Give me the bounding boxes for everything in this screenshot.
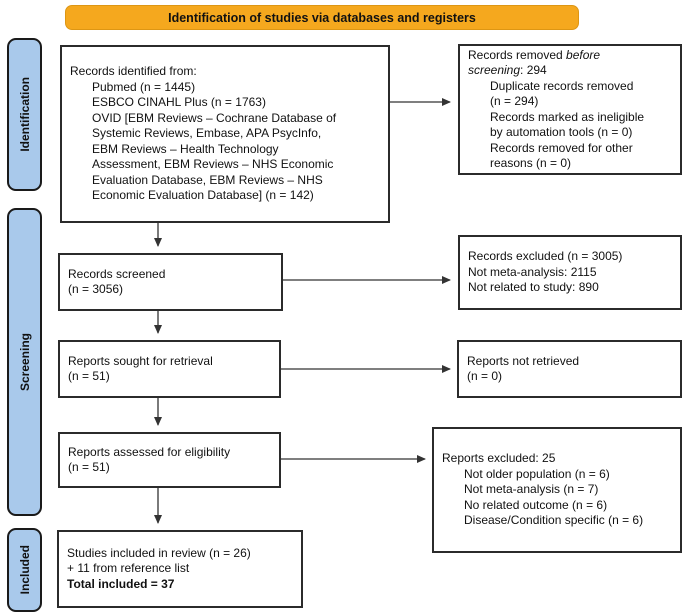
box-text-line: Pubmed (n = 1445) (70, 80, 380, 96)
text-segment: Assessment, EBM Reviews – NHS Economic (92, 157, 334, 172)
stage-label-included: Included (7, 528, 42, 612)
text-segment: EBM Reviews – Health Technology (92, 141, 279, 156)
text-segment: Disease/Condition specific (n = 6) (464, 513, 644, 528)
box-text-line: Records removed for other (468, 141, 672, 157)
text-segment: No related outcome (n = 6) (464, 497, 608, 512)
box-text-line: EBM Reviews – Health Technology (70, 142, 380, 158)
box-text-line: Records excluded (n = 3005) (468, 249, 672, 265)
box-text-line: Records screened (68, 267, 273, 283)
stage-label-identification: Identification (7, 38, 42, 191)
box-text-line: Assessment, EBM Reviews – NHS Economic (70, 157, 380, 173)
box-text-line: Not related to study: 890 (468, 280, 672, 296)
box-text-line: by automation tools (n = 0) (468, 125, 672, 141)
box-reports-not-retrieved: Reports not retrieved(n = 0) (457, 340, 682, 398)
text-segment: by automation tools (n = 0) (490, 125, 633, 139)
box-text-line: Total included = 37 (67, 577, 293, 593)
box-text-line: Not meta-analysis: 2115 (468, 265, 672, 281)
text-segment: Records removed for other (490, 140, 633, 155)
text-segment: Records removed (468, 47, 567, 62)
stage-label-screening: Screening (7, 208, 42, 516)
text-segment: OVID [EBM Reviews – Cochrane Database of (92, 110, 337, 125)
text-segment: Not meta-analysis: 2115 (468, 264, 597, 279)
text-segment: Records excluded (n = 3005) (468, 249, 623, 264)
text-segment: : 294 (520, 63, 547, 77)
text-segment: screening (468, 63, 521, 77)
text-segment: Records screened (68, 266, 166, 281)
text-segment: Records identified from: (70, 64, 197, 79)
stage-label-identification-text: Identification (17, 77, 32, 152)
text-segment: Not meta-analysis (n = 7) (464, 482, 599, 497)
banner-title: Identification of studies via databases … (65, 5, 579, 30)
box-text-line: ESBCO CINAHL Plus (n = 1763) (70, 95, 380, 111)
text-segment: Pubmed (n = 1445) (92, 79, 196, 94)
box-text-line: Records removed before (468, 48, 672, 64)
box-text-line: Reports not retrieved (467, 354, 672, 370)
box-text-line: (n = 0) (467, 369, 672, 385)
text-segment: (n = 0) (467, 369, 503, 383)
box-text-line: (n = 51) (68, 369, 271, 385)
box-text-line: Systemic Reviews, Embase, APA PsycInfo, (70, 126, 380, 142)
text-segment: (n = 294) (490, 94, 539, 108)
box-text-line: Evaluation Database, EBM Reviews – NHS (70, 173, 380, 189)
text-segment: (n = 51) (68, 460, 110, 474)
box-records-excluded: Records excluded (n = 3005)Not meta-anal… (458, 235, 682, 310)
box-text-line: Reports excluded: 25 (442, 451, 672, 467)
text-segment: Not related to study: 890 (468, 280, 599, 295)
box-text-line: Studies included in review (n = 26) (67, 546, 293, 562)
box-text-line: (n = 51) (68, 460, 271, 476)
box-studies-included: Studies included in review (n = 26)+ 11 … (57, 530, 303, 608)
text-segment: + 11 from reference list (67, 561, 190, 576)
text-segment: Evaluation Database, EBM Reviews – NHS (92, 172, 323, 187)
text-segment: Reports assessed for eligibility (68, 444, 231, 459)
text-segment: Economic Evaluation Database] (n = 142) (92, 188, 314, 203)
text-segment: before (566, 47, 601, 62)
box-text-line: reasons (n = 0) (468, 156, 672, 172)
box-text-line: (n = 294) (468, 94, 672, 110)
text-segment: Total included = 37 (67, 576, 175, 591)
text-segment: Reports excluded: 25 (442, 451, 556, 466)
box-reports-assessed: Reports assessed for eligibility(n = 51) (58, 432, 281, 488)
text-segment: (n = 51) (68, 369, 110, 383)
text-segment: (n = 3056) (68, 282, 124, 296)
box-text-line: Reports assessed for eligibility (68, 445, 271, 461)
box-text-line: (n = 3056) (68, 282, 273, 298)
box-text-line: screening: 294 (468, 63, 672, 79)
box-text-line: OVID [EBM Reviews – Cochrane Database of (70, 111, 380, 127)
box-records-identified: Records identified from:Pubmed (n = 1445… (60, 45, 390, 223)
stage-label-included-text: Included (17, 545, 32, 595)
box-text-line: Reports sought for retrieval (68, 354, 271, 370)
box-text-line: + 11 from reference list (67, 561, 293, 577)
text-segment: Not older population (n = 6) (464, 466, 610, 481)
text-segment: reasons (n = 0) (490, 156, 572, 170)
box-text-line: Not meta-analysis (n = 7) (442, 482, 672, 498)
text-segment: Systemic Reviews, Embase, APA PsycInfo, (92, 126, 322, 141)
box-text-line: No related outcome (n = 6) (442, 498, 672, 514)
text-segment: Reports sought for retrieval (68, 353, 213, 368)
box-text-line: Not older population (n = 6) (442, 467, 672, 483)
box-text-line: Disease/Condition specific (n = 6) (442, 513, 672, 529)
text-segment: Duplicate records removed (490, 78, 634, 93)
box-reports-sought: Reports sought for retrieval(n = 51) (58, 340, 281, 398)
text-segment: Studies included in review (n = 26) (67, 545, 251, 560)
stage-label-screening-text: Screening (17, 332, 32, 392)
box-text-line: Economic Evaluation Database] (n = 142) (70, 188, 380, 204)
box-text-line: Records marked as ineligible (468, 110, 672, 126)
box-records-screened: Records screened(n = 3056) (58, 253, 283, 311)
text-segment: Reports not retrieved (467, 353, 580, 368)
box-text-line: Records identified from: (70, 64, 380, 80)
text-segment: Records marked as ineligible (490, 109, 645, 124)
text-segment: ESBCO CINAHL Plus (n = 1763) (92, 95, 266, 110)
box-text-line: Duplicate records removed (468, 79, 672, 95)
